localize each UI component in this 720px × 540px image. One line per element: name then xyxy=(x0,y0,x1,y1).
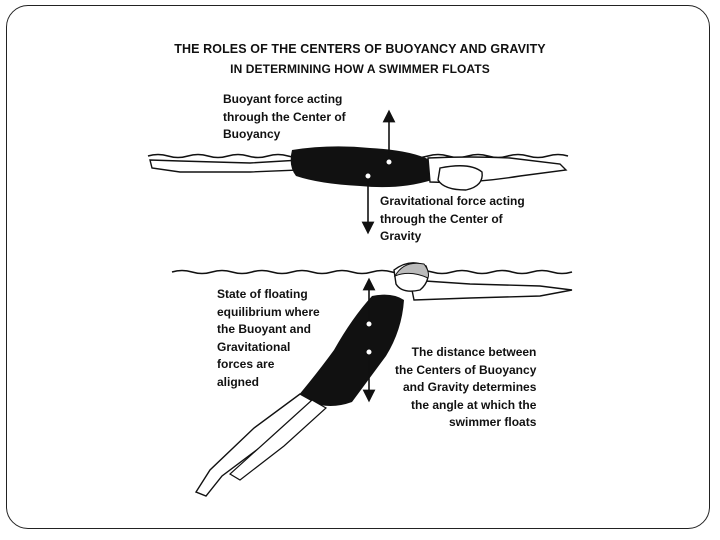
swimmer-bottom-arm xyxy=(409,279,573,301)
center-of-gravity-bottom xyxy=(365,348,373,356)
diagram-title-line-1: THE ROLES OF THE CENTERS OF BUOYANCY AND… xyxy=(174,42,546,56)
center-of-gravity-top xyxy=(364,172,372,180)
center-of-buoyancy-top xyxy=(385,158,393,166)
distance-label: The distance between the Centers of Buoy… xyxy=(395,345,537,429)
center-of-buoyancy-bottom xyxy=(365,320,373,328)
equilibrium-label: State of floating equilibrium where the … xyxy=(217,287,320,389)
swimmer-bottom-legs-2 xyxy=(228,399,328,481)
swimmer-top-arm xyxy=(149,159,301,173)
swimmer-top-head xyxy=(437,165,483,191)
swimmer-bottom-cap xyxy=(393,262,429,279)
gravitational-force-label: Gravitational force acting through the C… xyxy=(380,194,525,243)
swimmer-top-torso xyxy=(290,146,432,188)
water-surface-bottom xyxy=(171,269,573,275)
diagram-title-line-2: IN DETERMINING HOW A SWIMMER FLOATS xyxy=(230,62,490,76)
swimmer-bottom-legs xyxy=(194,393,320,497)
swimmer-bottom-torso xyxy=(298,294,404,406)
slide-frame xyxy=(6,5,710,529)
buoyant-force-label: Buoyant force acting through the Center … xyxy=(223,92,346,141)
